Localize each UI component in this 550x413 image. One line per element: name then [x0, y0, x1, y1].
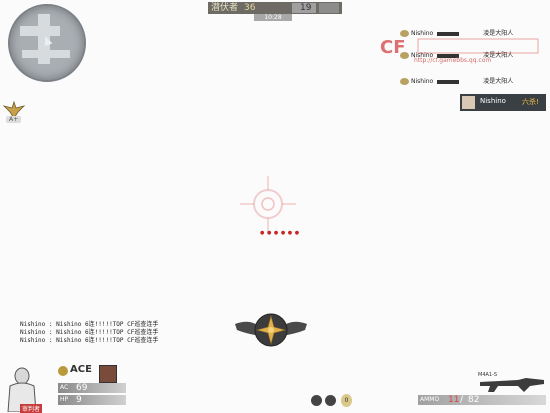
character-tag: 审判者	[20, 404, 43, 413]
ammo-bar: AMMO 11 / 82	[418, 395, 546, 405]
killer-name: Nishino	[411, 78, 434, 85]
weapon-icon	[437, 31, 460, 36]
rank-emblem-icon	[2, 100, 26, 119]
kill-feed-row: Nishino 凌是大阳人	[400, 50, 513, 59]
enemy-score: 19	[300, 3, 312, 13]
weapon-icon	[437, 53, 460, 58]
health-value: 9	[76, 395, 82, 405]
minimap	[8, 4, 86, 82]
rank-badge-icon	[400, 30, 409, 37]
armor-bar: AC 69	[58, 383, 126, 393]
victim-name: 凌是大阳人	[483, 78, 514, 85]
crosshair-icon	[240, 176, 296, 232]
enemy-marker: ● ● ● ● ● ●	[260, 230, 300, 236]
victim-name: 凌是大阳人	[483, 30, 514, 37]
svg-text:CF: CF	[380, 37, 406, 58]
rifle-icon	[480, 378, 544, 392]
chat-message: Nishino : Nishino 6连!!!!!TOP CF巡查连手	[20, 321, 159, 328]
ammo-reserve: 82	[468, 395, 480, 405]
round-timer: 10:28	[254, 14, 292, 21]
watermark-url: http://cf.gamebbs.qq.com	[414, 57, 492, 64]
class-icon	[99, 365, 117, 383]
victim-name: 凌是大阳人	[483, 52, 514, 59]
achievement-emblem-icon	[235, 313, 307, 347]
player-direction-icon	[41, 34, 53, 47]
armor-label: AC	[60, 384, 69, 391]
health-label: HP	[60, 396, 69, 403]
team-name: 潜伏者	[211, 3, 239, 13]
chat-message: Nishino : Nishino 6连!!!!!TOP CF巡查连手	[20, 337, 159, 344]
grenade-count: 0	[341, 394, 352, 407]
kill-count: 六杀!	[522, 98, 539, 106]
avatar	[462, 96, 475, 109]
kill-notification: Nishino 六杀!	[460, 94, 546, 111]
killer-name: Nishino	[411, 52, 434, 59]
health-bar: HP 9	[58, 395, 126, 405]
ace-label: ACE	[70, 364, 92, 375]
kill-feed-row: Nishino 凌是大阳人	[400, 76, 513, 85]
chat-message: Nishino : Nishino 6连!!!!!TOP CF巡查连手	[20, 329, 159, 336]
kill-player-name: Nishino	[480, 97, 506, 105]
rank-label: A+	[6, 116, 22, 123]
team-score: 36	[244, 3, 256, 13]
grenade-icon	[311, 395, 322, 406]
armor-value: 69	[76, 383, 88, 393]
scoreboard: 潜伏者 36 19	[208, 2, 342, 14]
ammo-separator: /	[460, 395, 464, 405]
kill-feed-row: Nishino 凌是大阳人	[400, 28, 513, 37]
ace-icon	[58, 366, 68, 376]
weapon-icon	[437, 79, 460, 84]
rank-badge-icon	[400, 78, 409, 85]
ammo-clip: 11	[448, 395, 460, 405]
smoke-grenade-icon	[325, 395, 336, 406]
cf-watermark-logo: CF	[380, 37, 539, 58]
weapon-name: M4A1-S	[478, 372, 498, 378]
killer-name: Nishino	[411, 30, 434, 37]
ammo-label: AMMO	[420, 396, 440, 403]
rank-badge-icon	[400, 52, 409, 59]
